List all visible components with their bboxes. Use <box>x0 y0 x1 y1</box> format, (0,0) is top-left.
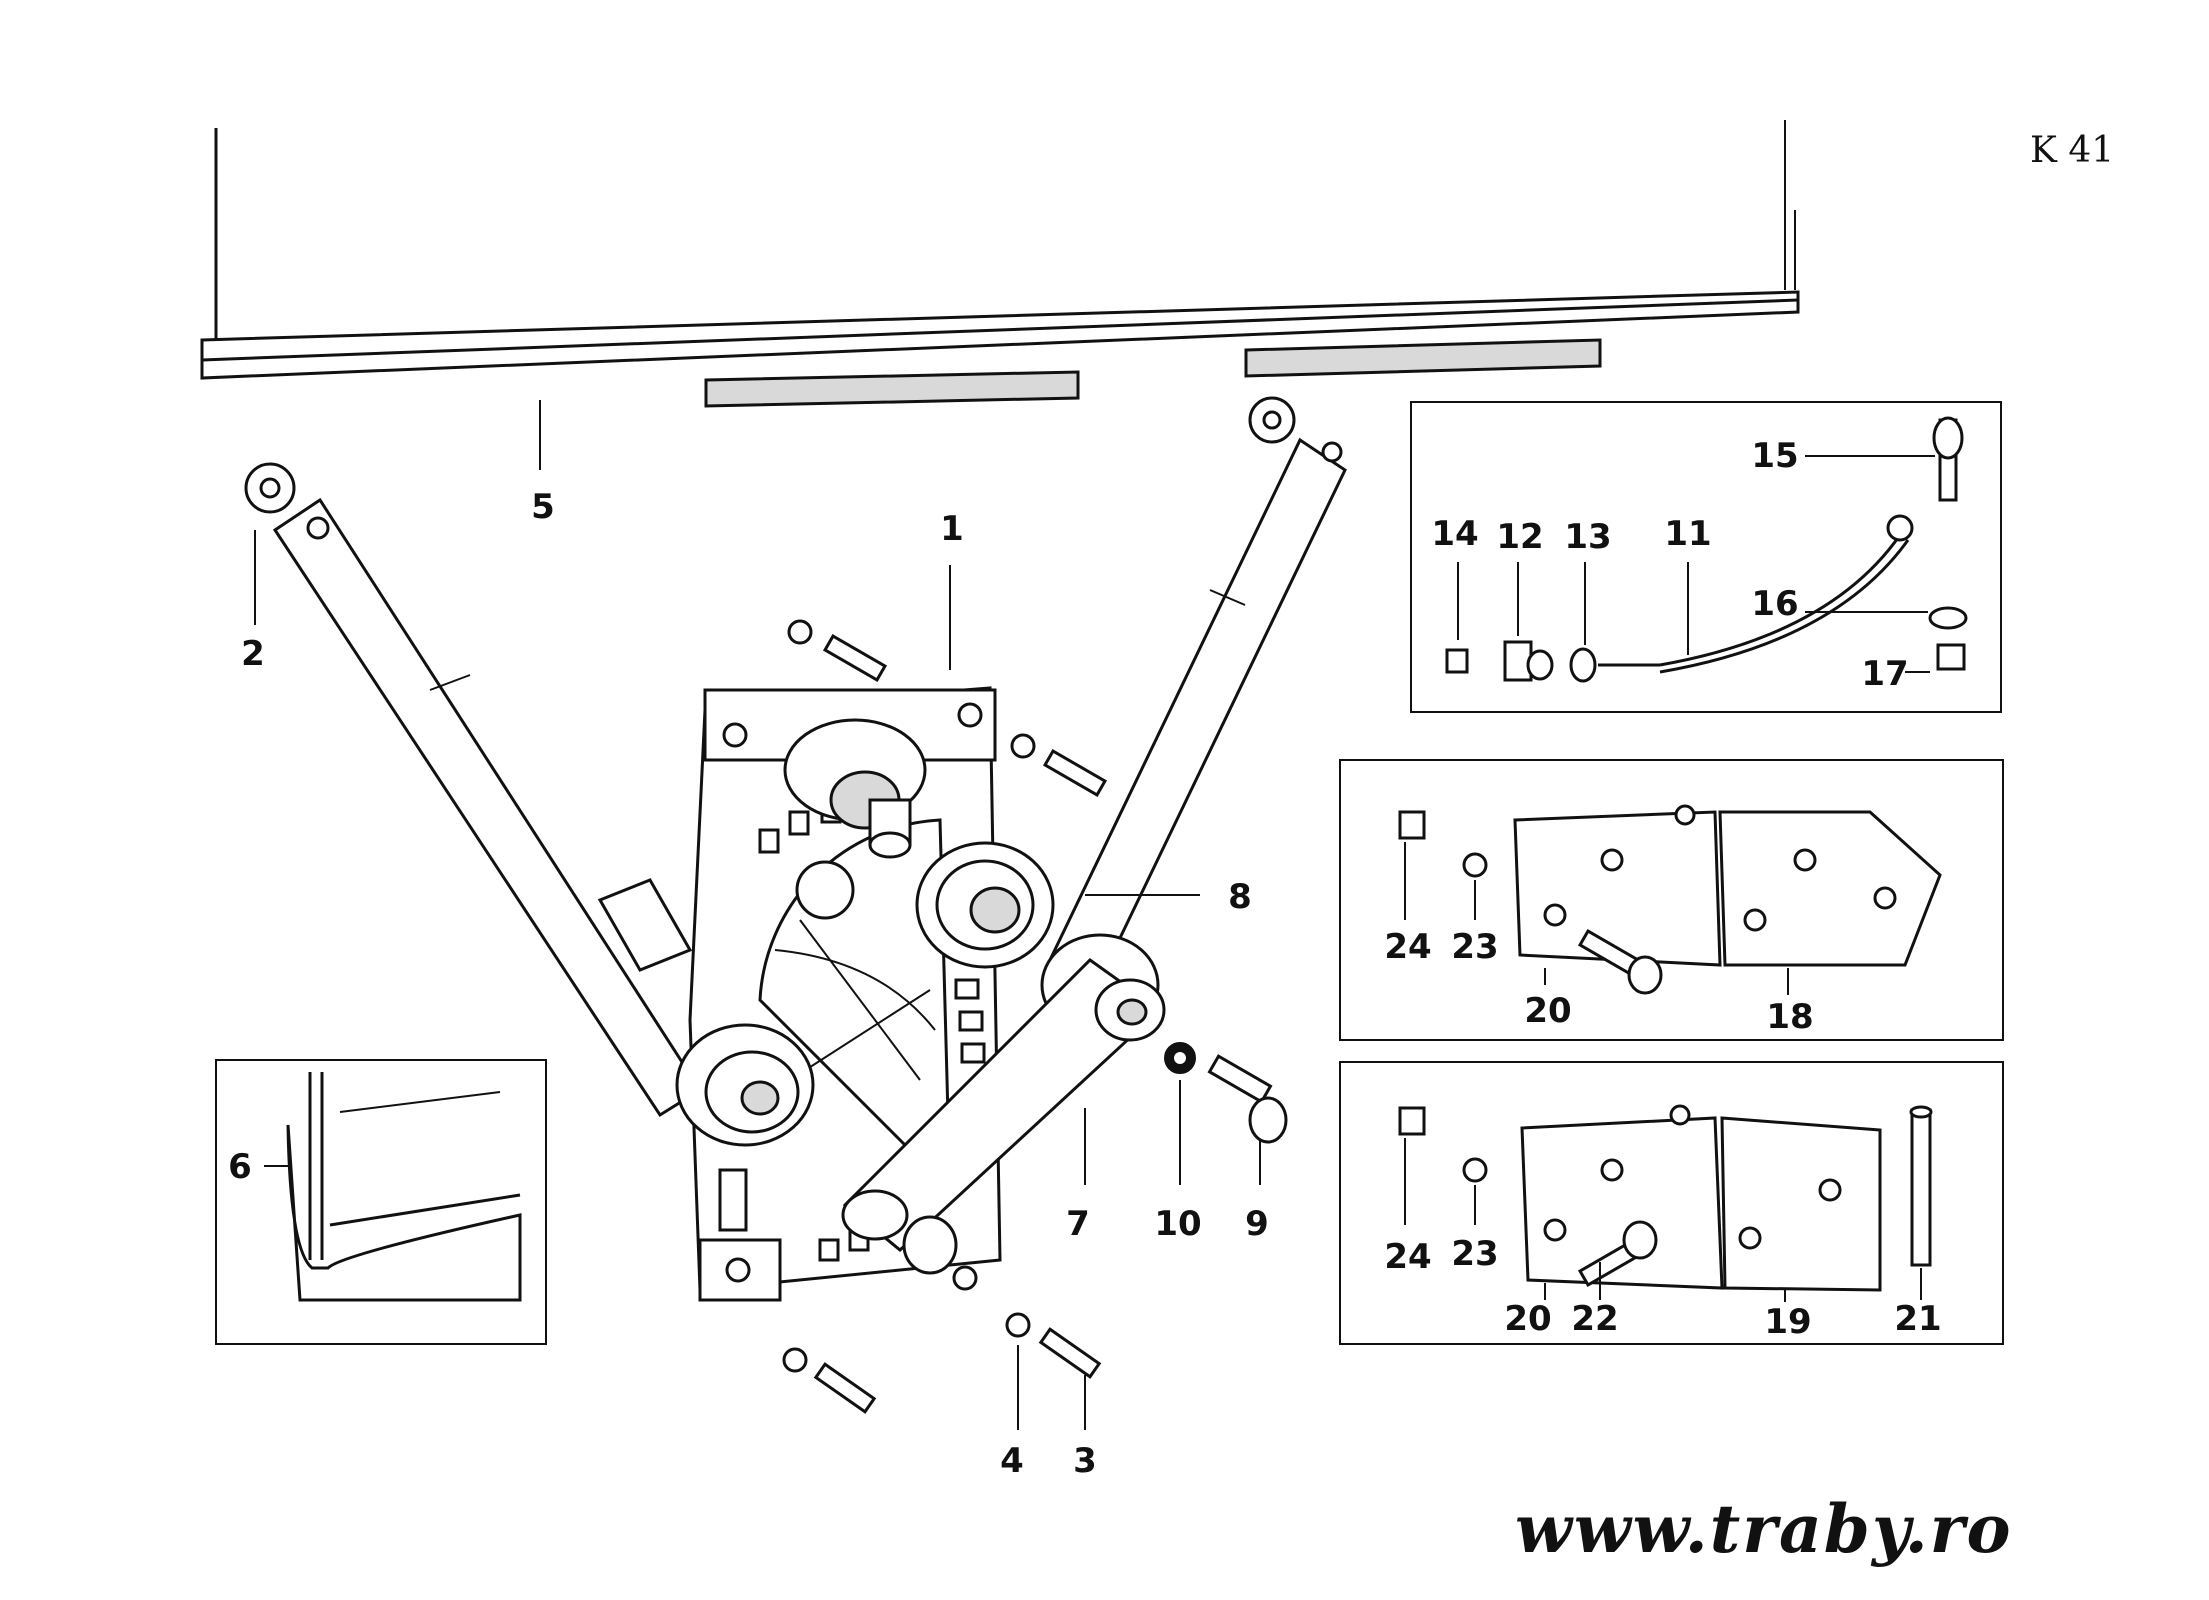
label-part-12: 12 <box>1496 517 1543 557</box>
label-part-10: 10 <box>1154 1204 1201 1244</box>
label-part-3: 3 <box>1073 1441 1097 1481</box>
roller-left <box>675 1023 815 1147</box>
label-part-24-upper: 24 <box>1384 927 1431 967</box>
crank-handle-part-7 <box>841 933 1166 1275</box>
label-part-13: 13 <box>1564 517 1611 557</box>
label-part-14: 14 <box>1431 514 1478 554</box>
label-part-6: 6 <box>228 1147 252 1187</box>
label-part-23-upper: 23 <box>1451 927 1498 967</box>
inset-hinge-lower <box>1339 1061 2004 1345</box>
website-watermark: www.traby.ro <box>1515 1490 2013 1568</box>
inset-hinge-upper <box>1339 759 2004 1041</box>
label-part-7: 7 <box>1066 1204 1090 1244</box>
label-part-24-lower: 24 <box>1384 1237 1431 1277</box>
part-number-labels: 1 2 3 4 5 6 7 8 9 10 11 12 13 14 15 16 1… <box>228 436 1942 1481</box>
lock-washer-part-10 <box>1164 1042 1196 1074</box>
label-part-20-upper: 20 <box>1524 991 1571 1031</box>
label-part-16: 16 <box>1751 584 1798 624</box>
label-part-8: 8 <box>1228 877 1252 917</box>
inset-seal-detail <box>215 1059 547 1345</box>
lift-arm-left-part-2 <box>244 462 703 1118</box>
label-part-18: 18 <box>1766 997 1813 1037</box>
label-part-1: 1 <box>940 509 964 549</box>
roller-part-8 <box>915 841 1055 969</box>
mounting-bolts <box>782 619 1108 1414</box>
inset-cable-assembly <box>1410 401 2002 713</box>
lift-arm-right <box>1048 396 1347 993</box>
leader-lines <box>254 400 1935 1430</box>
label-part-9: 9 <box>1245 1204 1269 1244</box>
label-part-5: 5 <box>531 487 555 527</box>
label-part-17: 17 <box>1861 654 1908 694</box>
label-part-2: 2 <box>241 634 265 674</box>
page-code: K 41 <box>2030 130 2114 171</box>
label-part-19: 19 <box>1764 1302 1811 1342</box>
window-glass-part-5 <box>200 120 1800 408</box>
label-part-15: 15 <box>1751 436 1798 476</box>
label-part-20-lower: 20 <box>1504 1299 1551 1339</box>
label-part-11: 11 <box>1664 514 1711 554</box>
label-part-22: 22 <box>1571 1299 1618 1339</box>
label-part-4: 4 <box>1000 1441 1024 1481</box>
label-part-23-lower: 23 <box>1451 1234 1498 1274</box>
screw-part-9 <box>1207 1054 1288 1144</box>
label-part-21: 21 <box>1894 1299 1941 1339</box>
